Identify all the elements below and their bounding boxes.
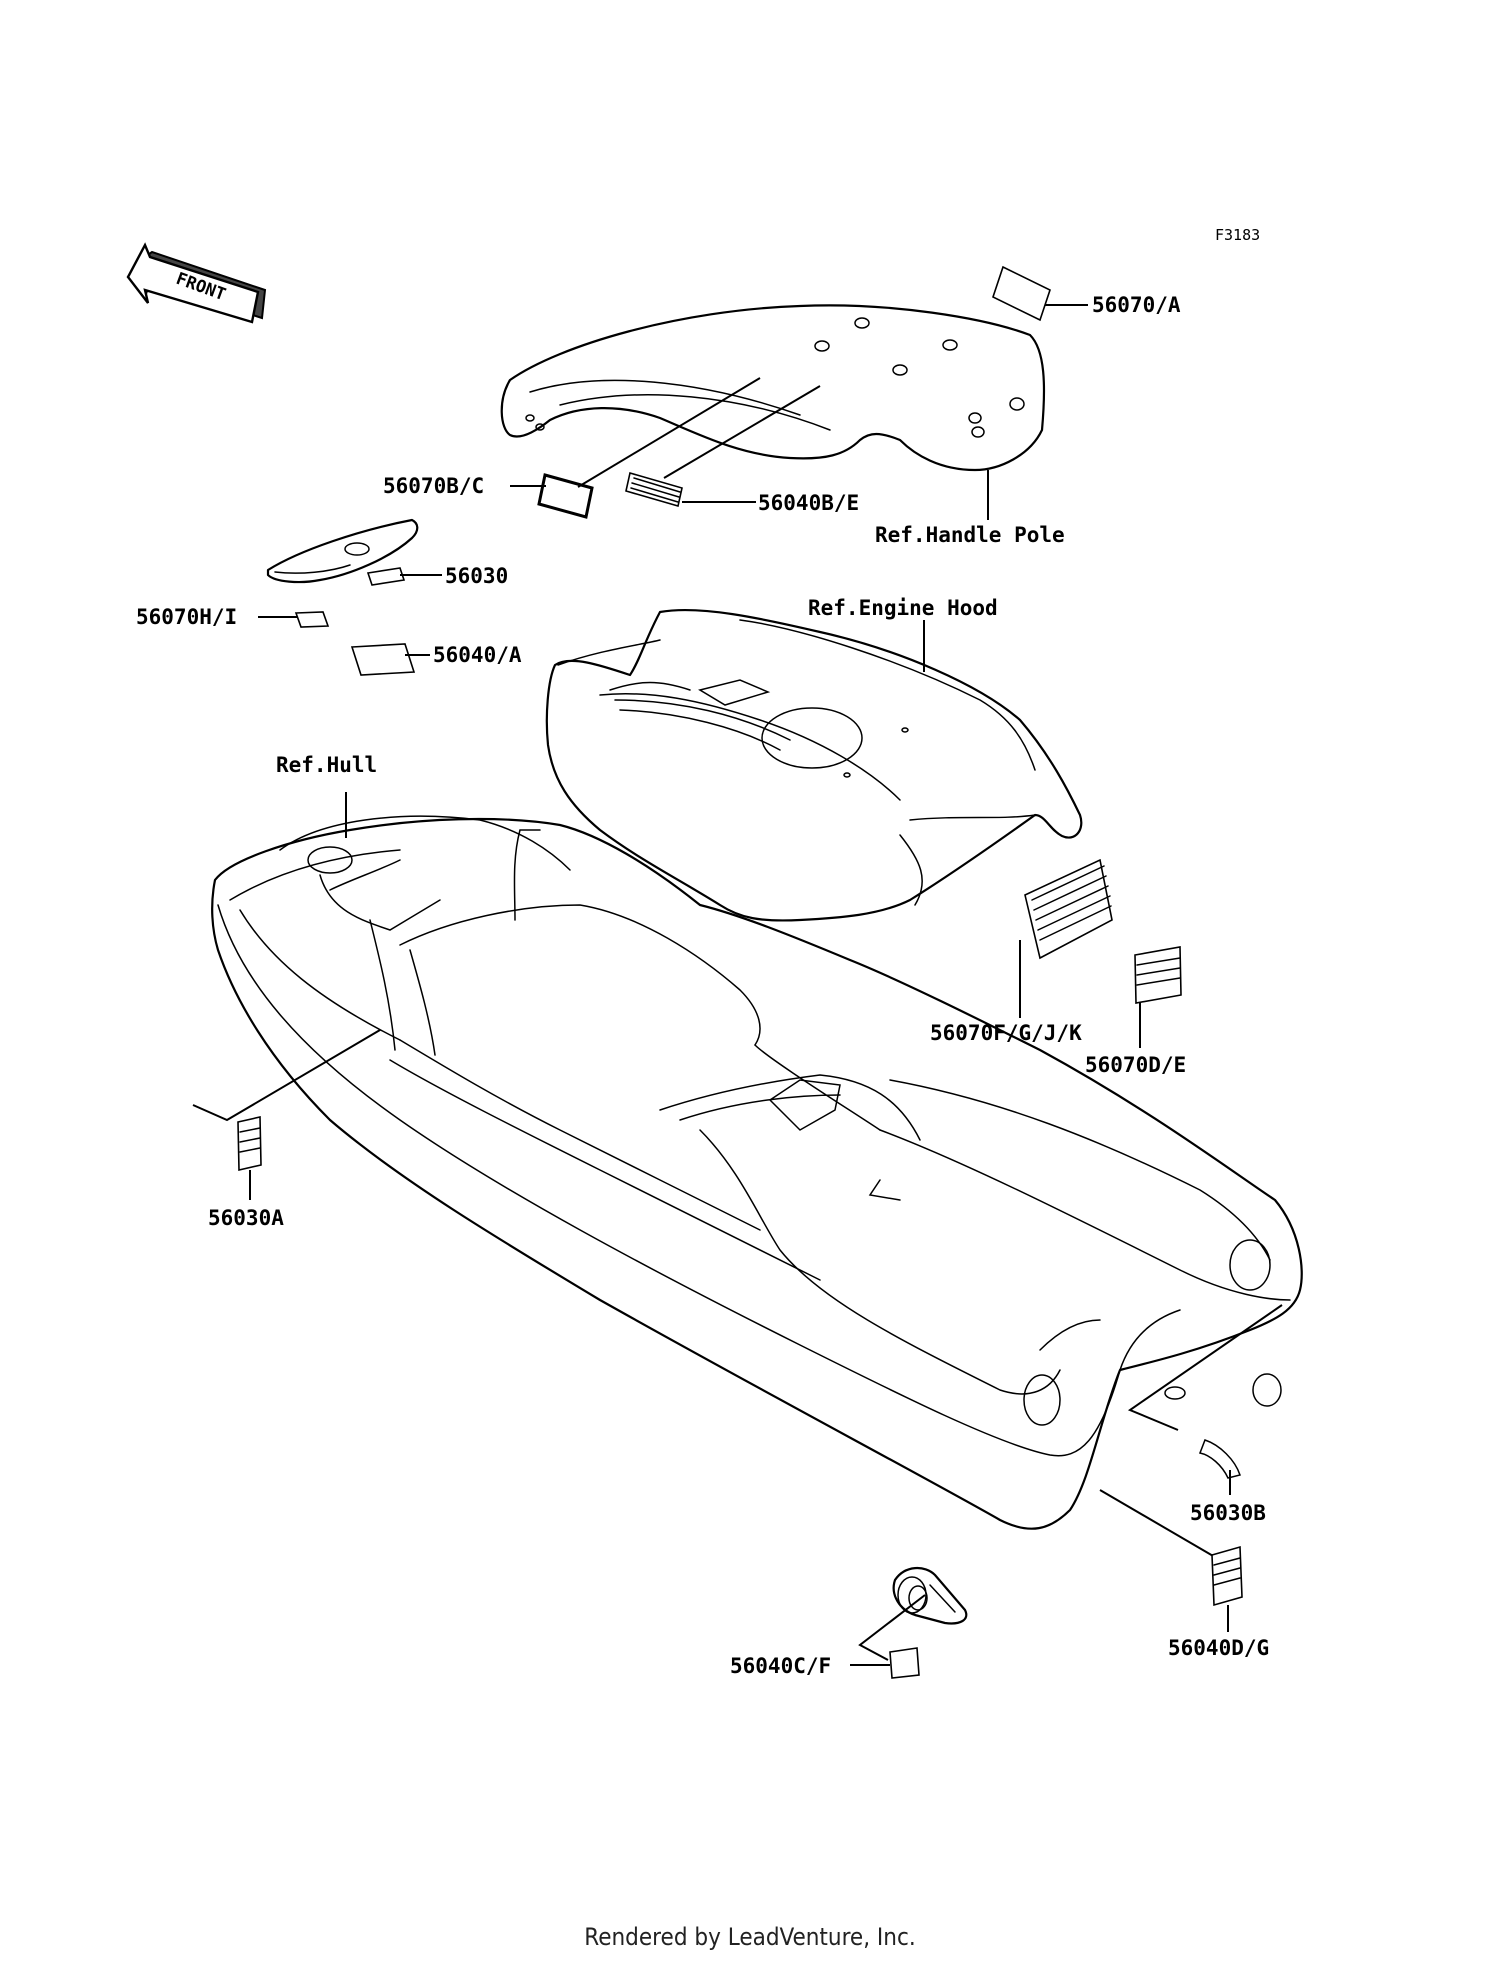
decal-56070f-g-j-k — [1024, 858, 1113, 960]
label-56070-a: 56070/A — [1092, 293, 1181, 317]
decal-56040d-g — [1211, 1545, 1243, 1607]
label-56070f-g-j-k: 56070F/G/J/K — [930, 1021, 1082, 1045]
label-56040-a: 56040/A — [433, 643, 522, 667]
decal-56070d-e — [1134, 946, 1182, 1004]
pad-part — [266, 518, 419, 584]
decal-56040-a — [350, 643, 416, 676]
decal-56070-a — [992, 265, 1051, 322]
label-ref-handle-pole: Ref.Handle Pole — [875, 523, 1065, 547]
label-56040d-g: 56040D/G — [1168, 1636, 1269, 1660]
cap-part — [892, 1567, 968, 1625]
decal-56040c-f — [889, 1647, 920, 1679]
decal-56030a — [237, 1116, 262, 1171]
decal-56030 — [366, 567, 406, 586]
footer-credit: Rendered by LeadVenture, Inc. — [584, 1923, 915, 1951]
decal-56070b-c — [537, 473, 594, 519]
handle-pole — [500, 304, 1046, 472]
label-56070h-i: 56070H/I — [136, 605, 237, 629]
front-arrow-icon: FRONT — [126, 242, 267, 324]
label-56070d-e: 56070D/E — [1085, 1053, 1186, 1077]
decal-56030b — [1198, 1439, 1241, 1479]
engine-hood — [545, 609, 1083, 922]
label-56070b-c: 56070B/C — [383, 474, 484, 498]
label-ref-hull: Ref.Hull — [276, 753, 377, 777]
label-56030: 56030 — [445, 564, 508, 588]
label-56040b-e: 56040B/E — [758, 491, 859, 515]
figure-code: F3183 — [1215, 226, 1260, 244]
hull — [211, 815, 1303, 1530]
label-56040c-f: 56040C/F — [730, 1654, 831, 1678]
label-56030b: 56030B — [1190, 1501, 1266, 1525]
label-56030a: 56030A — [208, 1206, 284, 1230]
decal-56040b-e — [625, 471, 683, 508]
label-ref-engine-hood: Ref.Engine Hood — [808, 596, 998, 620]
decal-56070h-i — [294, 611, 330, 628]
